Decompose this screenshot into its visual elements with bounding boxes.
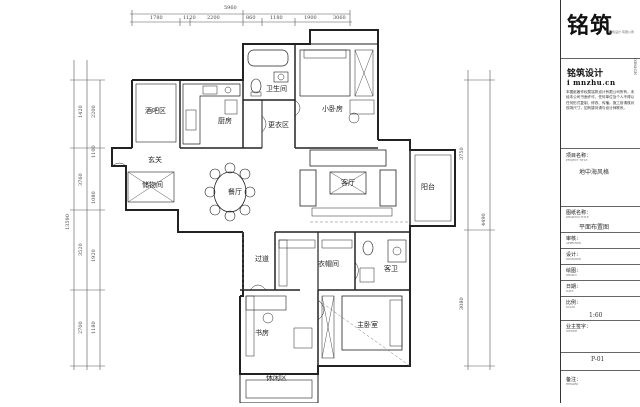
dim-top-total: 5960 (224, 5, 237, 11)
scale-value: 1:60 (589, 312, 603, 319)
divider (561, 58, 640, 59)
room-label-cloakroom: 衣帽间 (318, 260, 339, 268)
dim-top-seg: 860 (246, 15, 256, 21)
room-label-living: 客厅 (341, 179, 355, 187)
drawing-title-value: 平面布置图 (579, 224, 610, 231)
divider (561, 148, 640, 149)
field-designed: 设计： (566, 252, 582, 258)
field-project-title: 项目名称： (566, 153, 592, 159)
divider (561, 320, 640, 321)
field-remark: 备注： (566, 377, 582, 383)
field-remark-sub: REMARK (566, 383, 579, 386)
dim-left-inner: 1180 (91, 321, 97, 334)
room-label-bathroom: 卫生间 (266, 85, 287, 93)
floor-plan-drawing (70, 10, 495, 404)
logo-subtitle: 铭筑设计 有限公司 (609, 30, 634, 34)
field-drawn: 绘图： (566, 268, 582, 274)
dim-left-inner: 2200 (91, 105, 97, 118)
brand-url: i mnzhu.cn (567, 78, 616, 87)
field-date-sub: DATE (566, 290, 574, 293)
room-label-balcony: 阳台 (421, 183, 435, 191)
room-label-changing-area: 更衣区 (268, 121, 289, 129)
divider (561, 370, 640, 371)
drawing-number: P-01 (591, 356, 605, 363)
floor-plan: 5960 1780 1120 2200 860 1180 1900 3060 1… (65, 5, 495, 404)
dim-top-seg: 1120 (183, 15, 196, 21)
dim-right-seg: 3080 (459, 297, 465, 310)
divider (561, 296, 640, 297)
divider (561, 264, 640, 265)
divider (561, 232, 640, 233)
field-owner-sub: OWNER (566, 330, 577, 333)
field-designed-sub: DESIGNED (566, 258, 582, 261)
dim-left-inner: 1080 (91, 191, 97, 204)
room-label-storage: 储物间 (142, 181, 163, 189)
room-label-leisure: 休闲区 (266, 374, 287, 382)
brand-side-text: DESIGN (633, 58, 638, 76)
field-scale: 比例： (566, 300, 582, 306)
copyright-note: 本图纸著作权属铭筑设计有限公司所有，未经本公司书面许可，任何单位及个人不得以任何… (566, 90, 635, 111)
field-approved-sub: APPROVED (566, 242, 582, 245)
room-label-small-bedroom: 小卧房 (322, 105, 343, 113)
divider (561, 206, 640, 207)
dim-left-seg: 3760 (78, 173, 84, 186)
field-date: 日期： (566, 284, 582, 290)
room-label-corridor: 过道 (255, 255, 269, 263)
dim-top-seg: 3060 (333, 15, 346, 21)
dim-left-total: 13590 (65, 214, 71, 230)
dim-left-inner: 1920 (91, 249, 97, 262)
room-label-kitchen: 厨房 (218, 117, 232, 125)
field-scale-sub: SCALE (566, 306, 576, 309)
room-label-dining: 餐厅 (228, 188, 242, 196)
title-block: 铭筑 铭筑设计 有限公司 铭筑设计 i mnzhu.cn DESIGN 本图纸著… (560, 0, 640, 403)
room-label-study: 书房 (255, 329, 269, 337)
field-drawn-sub: DRAWN (566, 274, 577, 277)
dim-right-seg: 3750 (459, 147, 465, 160)
divider (561, 248, 640, 249)
room-label-master-bedroom: 主卧室 (357, 321, 378, 329)
field-drawing-title-sub: DRAWING TITLE (566, 216, 589, 219)
field-drawing-title: 图纸名称： (566, 210, 592, 216)
room-label-second-bath: 客卫 (384, 265, 398, 273)
field-project-title-sub: PROJECT TITLE (566, 159, 588, 162)
dim-left-seg: 2700 (78, 321, 84, 334)
dim-left-seg: 3520 (78, 243, 84, 256)
divider (561, 280, 640, 281)
project-title-value: 地中海风格 (579, 169, 610, 176)
dim-top-seg: 1780 (150, 15, 163, 21)
dim-top-seg: 2200 (207, 15, 220, 21)
dim-right-total: 4490 (481, 213, 487, 226)
field-owner: 业主签字： (566, 324, 592, 330)
logo: 铭筑 (567, 13, 614, 39)
room-label-entrance: 玄关 (148, 156, 162, 164)
dim-top-seg: 1900 (304, 15, 317, 21)
room-label-wine-storage: 酒吧区 (145, 107, 166, 115)
dim-top-seg: 1180 (270, 15, 283, 21)
dim-left-inner: 1100 (91, 145, 97, 158)
brand-name: 铭筑设计 (567, 69, 604, 79)
dim-left-seg: 1420 (78, 105, 84, 118)
divider (561, 352, 640, 353)
field-approved: 审核： (566, 236, 582, 242)
